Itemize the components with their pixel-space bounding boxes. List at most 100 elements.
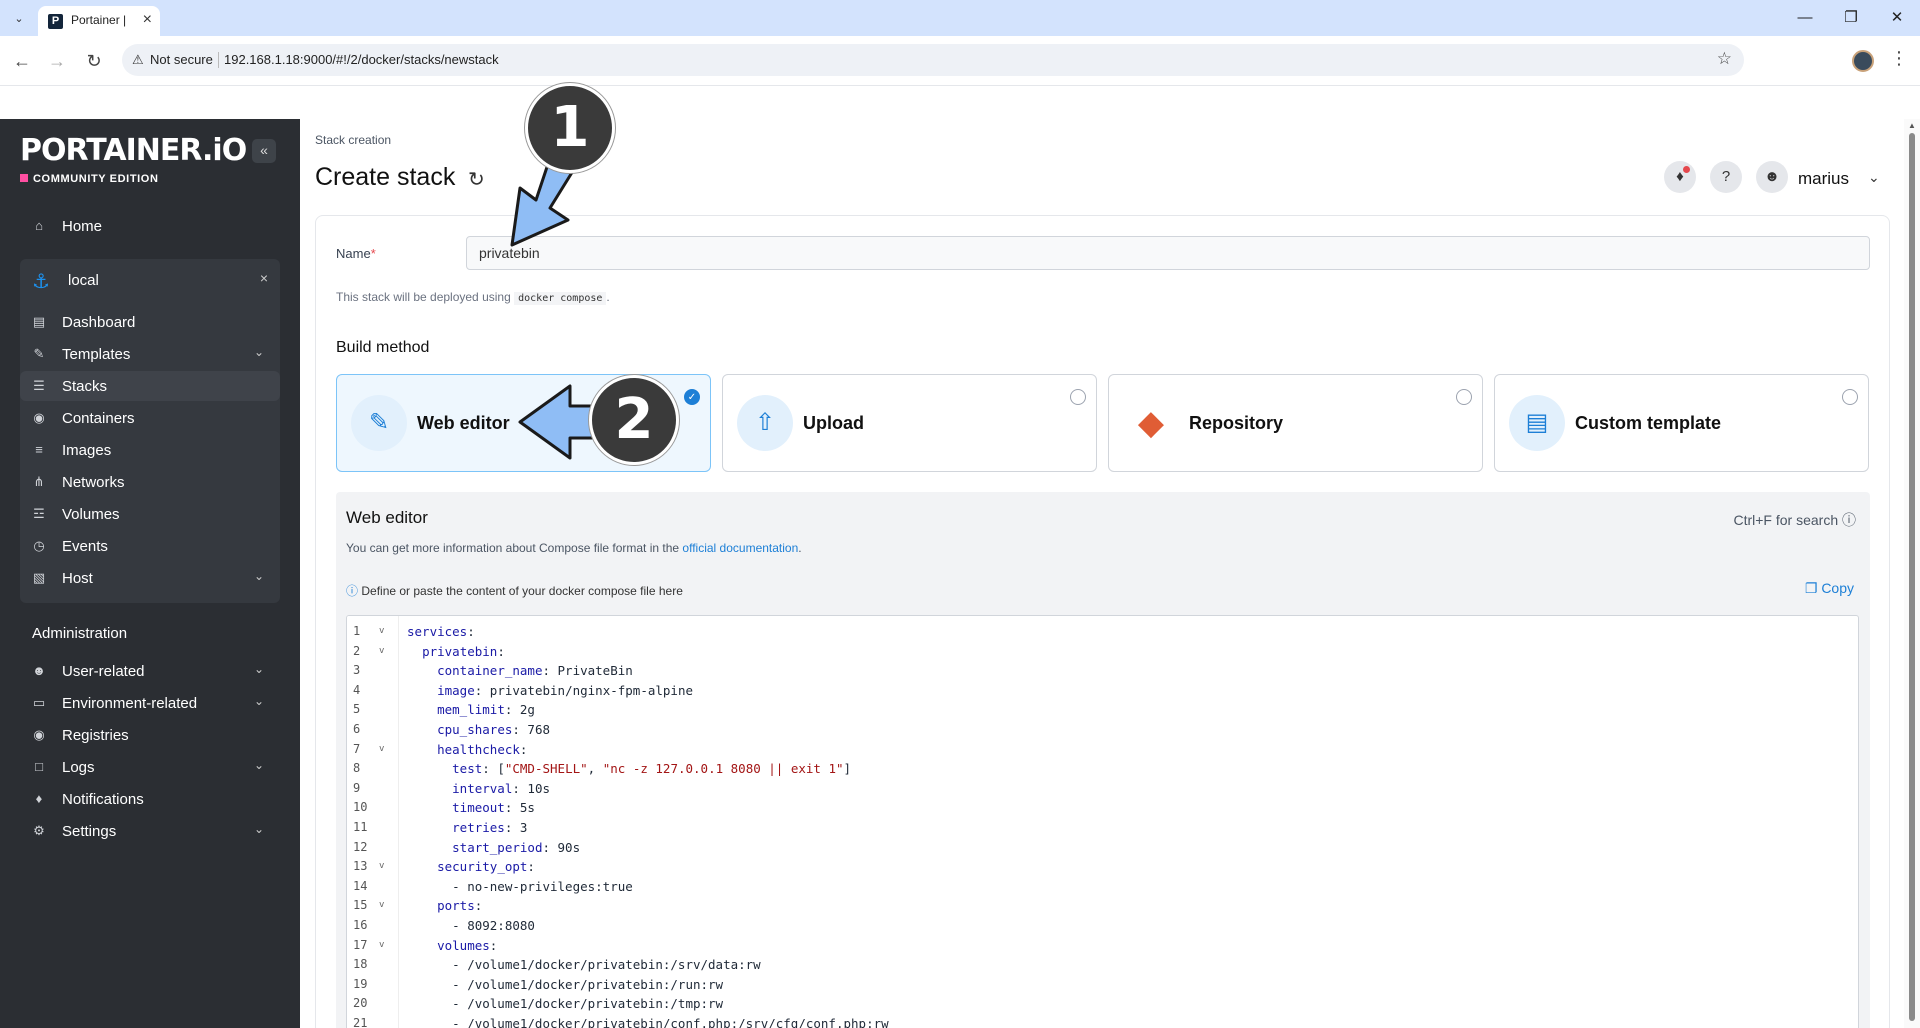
window-close-icon[interactable]: ✕: [1890, 9, 1904, 26]
page-scrollbar[interactable]: ▲: [1904, 119, 1920, 1028]
collapse-sidebar-button[interactable]: «: [252, 139, 276, 163]
fold-chevron-icon[interactable]: v: [379, 743, 385, 754]
sidebar-item-label: Settings: [62, 823, 117, 840]
scroll-up-icon[interactable]: ▲: [1908, 121, 1916, 130]
chevron-down-icon: ⌄: [253, 758, 264, 772]
network-icon: ⋔: [33, 474, 45, 489]
official-documentation-link[interactable]: official documentation: [682, 541, 799, 555]
code-text: healthcheck:: [437, 741, 528, 757]
back-icon[interactable]: ←: [13, 51, 31, 71]
chevron-down-icon[interactable]: ⌄: [1868, 169, 1880, 185]
edit-icon: ✎: [33, 346, 45, 361]
portainer-logo[interactable]: PORTAINER.iO: [20, 133, 247, 168]
database-icon: ☲: [33, 506, 45, 521]
sidebar-item-label: Host: [62, 570, 93, 587]
name-label: Name*: [336, 246, 376, 261]
profile-avatar[interactable]: [1852, 50, 1874, 72]
browser-tab[interactable]: P Portainer | ×: [38, 6, 160, 36]
line-number: 18: [353, 957, 368, 972]
sidebar-item-networks[interactable]: ⋔ Networks: [20, 467, 280, 497]
sidebar-item-stacks[interactable]: ☰ Stacks: [20, 371, 280, 401]
code-text: start_period: 90s: [452, 839, 581, 855]
sidebar-item-logs[interactable]: □ Logs ⌄: [20, 752, 280, 782]
selected-check-icon[interactable]: ✓: [684, 389, 700, 405]
sidebar-item-registries[interactable]: ◉ Registries: [20, 720, 280, 750]
restore-icon[interactable]: ❐: [1844, 9, 1858, 26]
code-text: test: ["CMD-SHELL", "nc -z 127.0.0.1 808…: [452, 761, 852, 777]
build-method-label: Upload: [803, 413, 864, 433]
help-circle-icon[interactable]: ⓘ: [1842, 512, 1856, 528]
minimize-icon[interactable]: —: [1797, 9, 1813, 26]
fold-chevron-icon[interactable]: v: [379, 900, 385, 911]
sidebar-item-environment-related[interactable]: ▭ Environment-related ⌄: [20, 688, 280, 718]
build-method-upload[interactable]: ⇧ Upload: [722, 374, 1097, 472]
bookmark-star-icon[interactable]: ☆: [1716, 49, 1732, 68]
sidebar-item-label: Images: [62, 442, 112, 459]
code-text: - 8092:8080: [407, 918, 535, 933]
line-number: 7: [353, 741, 361, 756]
help-button[interactable]: ?: [1710, 161, 1742, 193]
code-text: - no-new-privileges:true: [407, 878, 633, 894]
sidebar-item-containers[interactable]: ◉ Containers: [20, 403, 280, 433]
user-name[interactable]: marius: [1798, 169, 1850, 188]
user-avatar-icon[interactable]: ☻: [1756, 161, 1788, 193]
sidebar-item-images[interactable]: ≡ Images: [20, 435, 280, 465]
build-method-custom-template[interactable]: ▤ Custom template: [1494, 374, 1869, 472]
code-text: privatebin:: [422, 643, 505, 659]
box-icon: ◉: [33, 410, 45, 425]
browser-menu-icon[interactable]: ⋮: [1890, 48, 1908, 68]
sidebar-item-home[interactable]: ⌂ Home: [20, 211, 280, 241]
url-text[interactable]: 192.168.1.18:9000/#!/2/docker/stacks/new…: [224, 52, 499, 67]
reload-icon[interactable]: ↻: [86, 51, 102, 71]
chevron-down-icon: ⌄: [253, 694, 264, 708]
fold-chevron-icon[interactable]: v: [379, 939, 385, 950]
environment-close-icon[interactable]: ×: [259, 270, 268, 286]
line-number: 6: [353, 722, 361, 736]
notifications-button[interactable]: ♦: [1664, 161, 1696, 193]
stack-name-input[interactable]: [466, 236, 1870, 270]
sidebar-item-notifications[interactable]: ♦ Notifications: [20, 784, 280, 814]
sidebar-item-dashboard[interactable]: ▤ Dashboard: [20, 307, 280, 337]
copy-label: Copy: [1821, 580, 1854, 596]
line-number: 19: [353, 976, 368, 991]
sidebar-item-user-related[interactable]: ☻ User-related ⌄: [20, 656, 280, 686]
line-number: 17: [353, 937, 368, 952]
fold-chevron-icon[interactable]: v: [379, 626, 385, 636]
dashboard-icon: ▤: [32, 314, 46, 329]
server-icon: ▧: [32, 570, 46, 585]
address-bar[interactable]: ⚠ Not secure 192.168.1.18:9000/#!/2/dock…: [122, 44, 1744, 76]
refresh-icon[interactable]: ↻: [468, 169, 485, 191]
fold-chevron-icon[interactable]: v: [379, 861, 385, 872]
radio-button[interactable]: [1842, 389, 1858, 405]
tab-close-icon[interactable]: ×: [142, 11, 152, 28]
page-title: Create stack: [315, 163, 456, 191]
tab-list-chevron-icon[interactable]: ⌄: [14, 13, 24, 25]
radio-button[interactable]: [1070, 389, 1086, 405]
scroll-thumb[interactable]: [1909, 133, 1915, 1021]
web-editor-panel: Web editor Ctrl+F for search ⓘ You can g…: [336, 492, 1870, 1028]
code-line: 8 test: ["CMD-SHELL", "nc -z 127.0.0.1 8…: [347, 759, 1847, 779]
sidebar-item-host[interactable]: ▧ Host ⌄: [20, 563, 280, 593]
line-number: 10: [353, 800, 368, 815]
annotation-badge-2: 2: [589, 375, 679, 465]
code-line: 10 timeout: 5s: [347, 798, 1847, 818]
fold-chevron-icon[interactable]: v: [379, 645, 385, 656]
sidebar-item-settings[interactable]: ⚙ Settings ⌄: [20, 816, 280, 846]
radio-button[interactable]: [1456, 389, 1472, 405]
sidebar-item-templates[interactable]: ✎ Templates ⌄: [20, 339, 280, 369]
sidebar-item-events[interactable]: ◷ Events: [20, 531, 280, 561]
divider: [218, 52, 219, 68]
build-method-repository[interactable]: ◆ Repository: [1108, 374, 1483, 472]
sidebar-item-volumes[interactable]: ☲ Volumes: [20, 499, 280, 529]
help-code: docker compose: [514, 292, 607, 305]
code-text: - /volume1/docker/privatebin:/srv/data:r…: [407, 957, 761, 973]
code-text: security_opt:: [437, 859, 535, 875]
forward-icon[interactable]: →: [48, 51, 66, 71]
line-number: 13: [353, 859, 368, 874]
annotation-badge-1: 1: [525, 83, 615, 173]
not-secure-label[interactable]: Not secure: [150, 52, 213, 67]
web-editor-title: Web editor: [346, 508, 428, 527]
copy-button[interactable]: ❐ Copy: [1805, 580, 1854, 597]
